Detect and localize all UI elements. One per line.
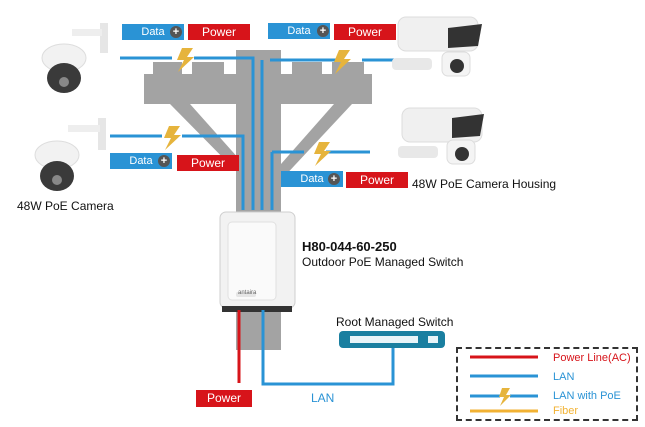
brand-logo: antaira	[238, 290, 257, 296]
poe-bolt-icon	[164, 126, 181, 150]
power-label: Power	[177, 155, 239, 171]
data-label: Data	[122, 24, 184, 40]
legend-lines	[470, 355, 538, 413]
plus-icon: +	[317, 25, 329, 37]
root-switch-caption: Root Managed Switch	[336, 315, 454, 329]
power-label: Power	[346, 172, 408, 188]
poe-bolt-icon	[334, 50, 351, 74]
legend-fiber-label: Fiber	[553, 405, 579, 417]
outdoor-switch-device	[219, 211, 296, 312]
switch-model: H80-044-60-250	[302, 239, 397, 254]
legend-poe-label: LAN with PoE	[553, 390, 621, 402]
poe-bolts	[164, 48, 351, 166]
legend-lan-label: LAN	[553, 371, 575, 383]
data-label: Data	[110, 153, 172, 169]
camera-housing-bottom	[398, 107, 484, 165]
data-label: Data	[268, 23, 330, 39]
camera-housing-top	[392, 16, 482, 77]
power-label: Power	[334, 24, 396, 40]
poe-bolt-icon	[314, 142, 331, 166]
switch-description: Outdoor PoE Managed Switch	[302, 255, 464, 269]
data-label: Data	[281, 171, 343, 187]
camera-left-caption: 48W PoE Camera	[17, 199, 114, 213]
plus-icon: +	[170, 26, 182, 38]
power-label: Power	[188, 24, 250, 40]
poe-bolt-icon	[177, 48, 194, 72]
camera-right-caption: 48W PoE Camera Housing	[412, 177, 557, 191]
root-switch-device	[339, 331, 445, 348]
plus-icon: +	[158, 155, 170, 167]
lan-lines	[110, 56, 425, 210]
ptz-camera-top	[41, 23, 108, 93]
legend-poe-bolt-icon	[499, 388, 511, 406]
legend: Power Line(AC) LAN LAN with PoE Fiber	[456, 347, 638, 421]
ptz-camera-bottom	[34, 118, 106, 191]
bottom-lan-label: LAN	[311, 391, 335, 405]
bottom-power-label: Power	[196, 390, 252, 407]
lan-to-root-line	[261, 310, 395, 386]
legend-power-label: Power Line(AC)	[553, 352, 631, 364]
plus-icon: +	[328, 173, 340, 185]
